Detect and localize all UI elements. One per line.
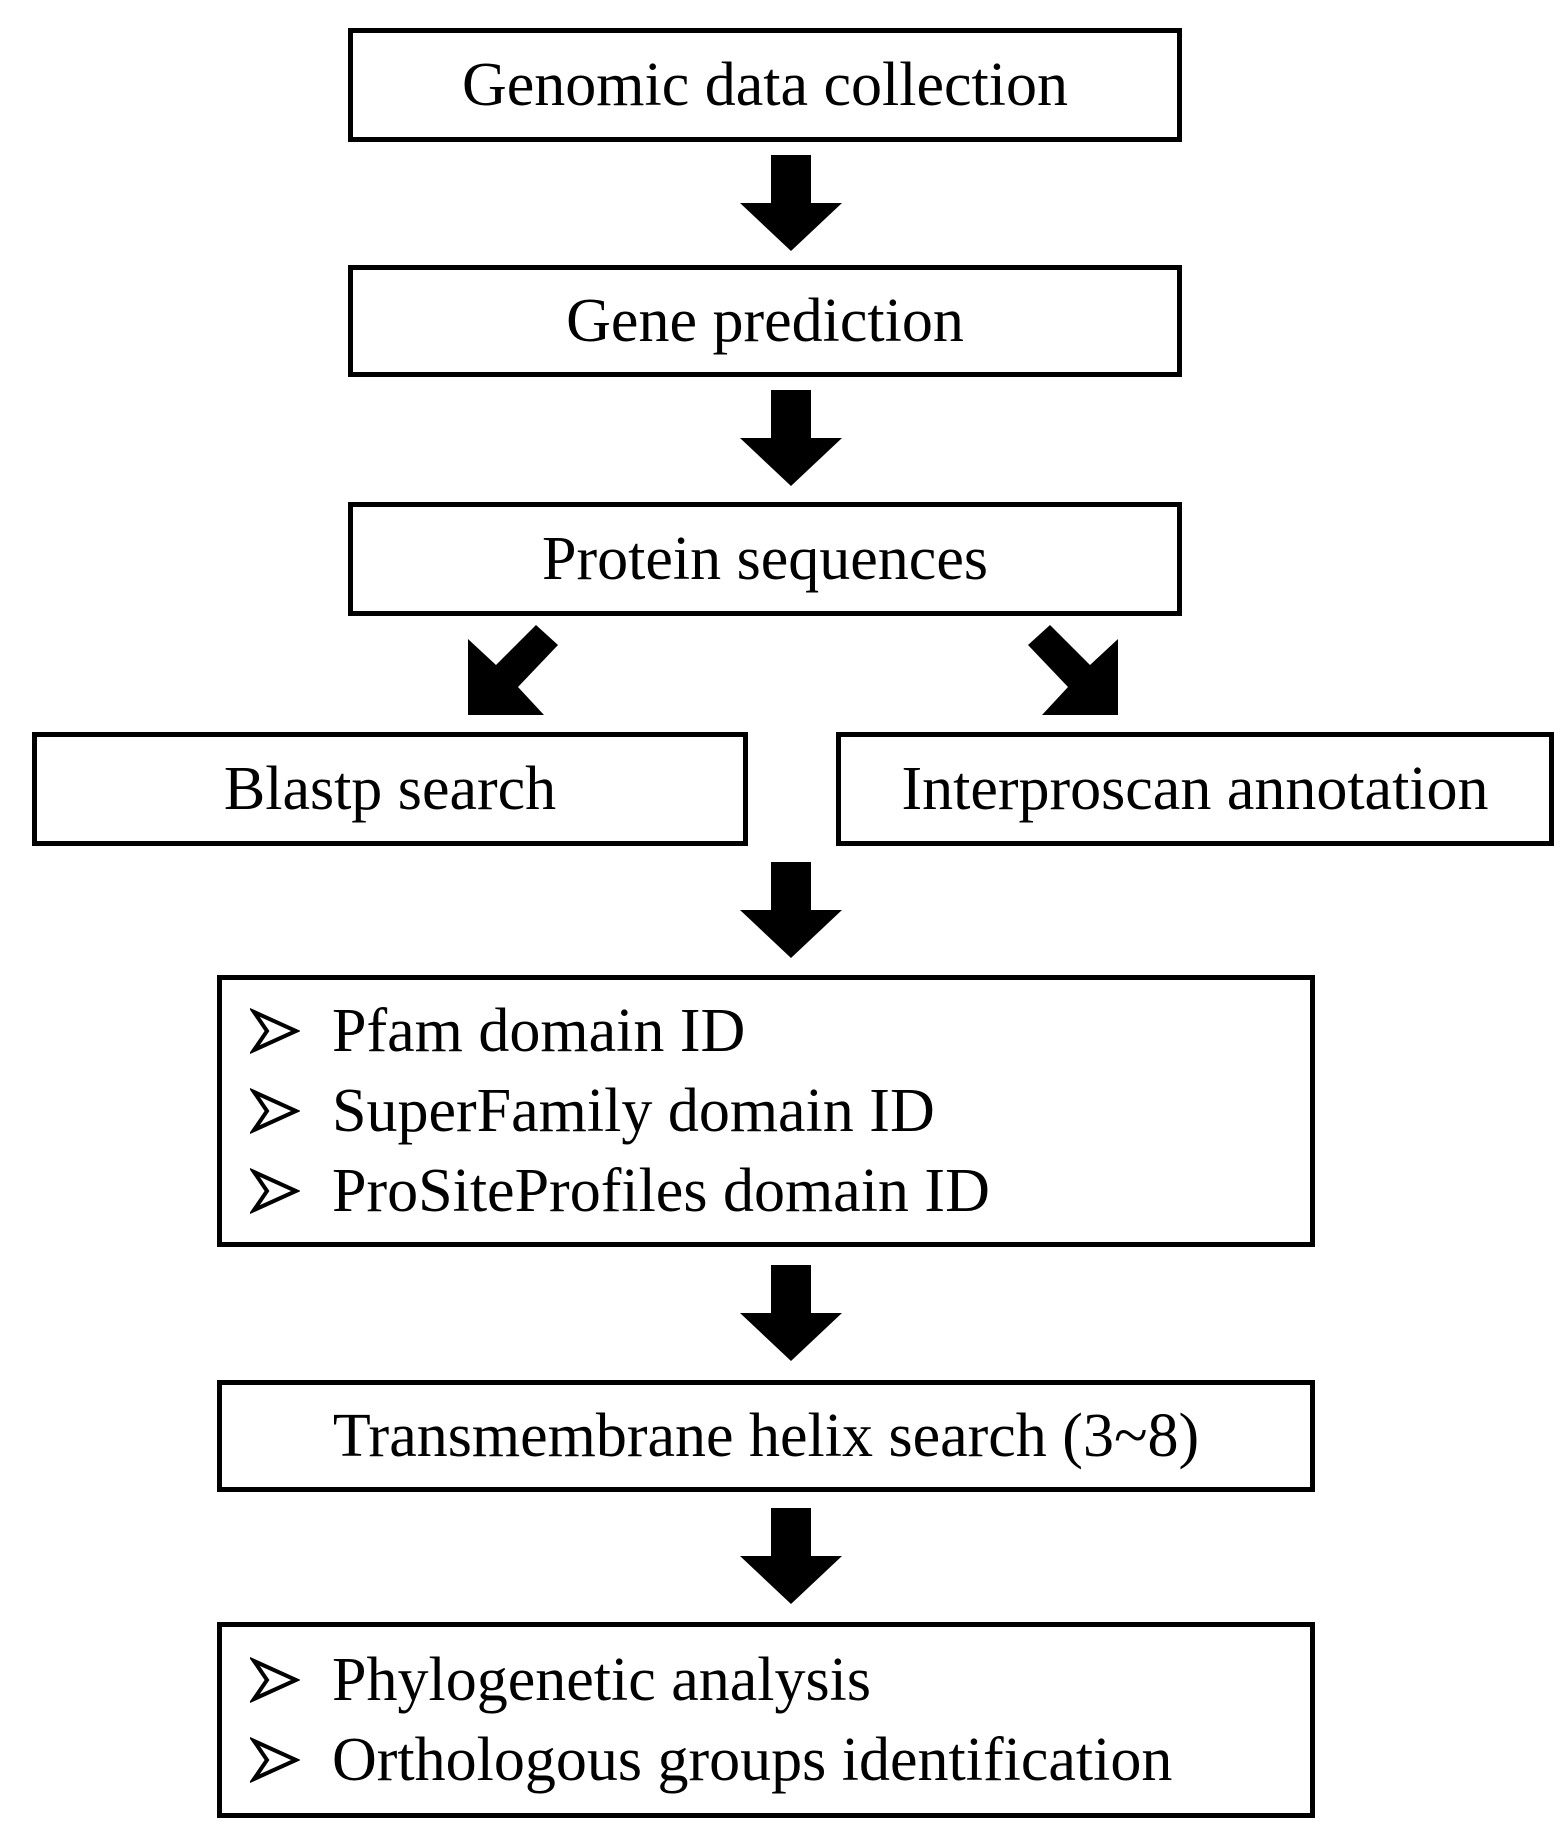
arrow-down-icon [740, 155, 842, 251]
step-label: Protein sequences [542, 525, 988, 593]
list-item-prositeprofiles: ProSiteProfiles domain ID [250, 1151, 1310, 1231]
arrow-down-icon [740, 1265, 842, 1361]
step-label: Interproscan annotation [901, 755, 1489, 823]
arrow-down-left-icon [468, 625, 558, 715]
list-item-superfamily: SuperFamily domain ID [250, 1071, 1310, 1151]
arrowhead-bullet-icon [250, 1087, 300, 1135]
step-genomic-data-collection: Genomic data collection [348, 28, 1182, 142]
arrow-down-icon [740, 862, 842, 958]
step-label: Gene prediction [566, 287, 964, 355]
step-protein-sequences: Protein sequences [348, 502, 1182, 616]
list-item-label: Pfam domain ID [332, 997, 746, 1065]
arrow-down-icon [740, 1508, 842, 1604]
list-item-phylogenetic: Phylogenetic analysis [250, 1640, 1310, 1720]
arrow-down-right-icon [1028, 625, 1118, 715]
list-item-label: SuperFamily domain ID [332, 1077, 935, 1145]
arrowhead-bullet-icon [250, 1007, 300, 1055]
step-final-analysis: Phylogenetic analysis Orthologous groups… [217, 1622, 1315, 1818]
list-item-label: ProSiteProfiles domain ID [332, 1157, 990, 1225]
step-gene-prediction: Gene prediction [348, 265, 1182, 377]
arrowhead-bullet-icon [250, 1736, 300, 1784]
step-label: Genomic data collection [462, 51, 1068, 119]
list-item-orthologous: Orthologous groups identification [250, 1720, 1310, 1800]
list-item-pfam: Pfam domain ID [250, 991, 1310, 1071]
step-blastp-search: Blastp search [32, 732, 748, 846]
step-label: Blastp search [223, 755, 557, 823]
list-item-label: Phylogenetic analysis [332, 1646, 871, 1714]
arrow-down-icon [740, 390, 842, 486]
list-item-label: Orthologous groups identification [332, 1726, 1173, 1794]
step-transmembrane-helix-search: Transmembrane helix search (3~8) [217, 1380, 1315, 1492]
arrowhead-bullet-icon [250, 1656, 300, 1704]
step-interproscan-annotation: Interproscan annotation [836, 732, 1554, 846]
arrowhead-bullet-icon [250, 1167, 300, 1215]
step-domain-ids: Pfam domain ID SuperFamily domain ID Pro… [217, 975, 1315, 1247]
step-label: Transmembrane helix search (3~8) [332, 1402, 1200, 1470]
